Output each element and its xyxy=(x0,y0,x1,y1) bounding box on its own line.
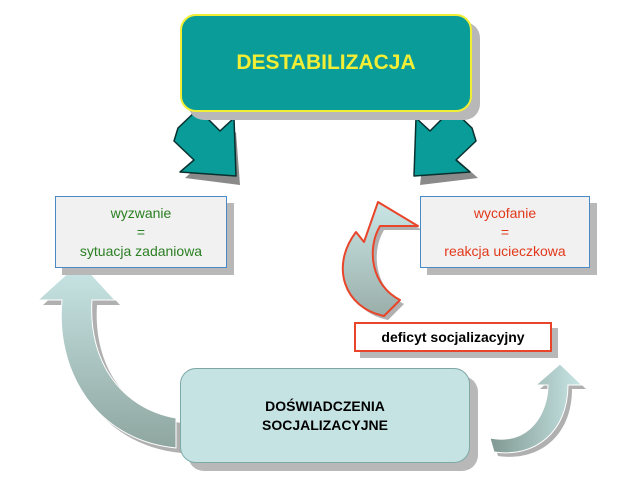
challenge-line-3: sytuacja zadaniowa xyxy=(79,242,203,259)
experiences-line-2: SOCJALIZACYJNE xyxy=(261,416,389,433)
withdrawal-box: wycofanie = reakcja ucieczkowa xyxy=(420,196,590,268)
experiences-line-1: DOŚWIADCZENIA xyxy=(265,397,385,414)
challenge-line-2: = xyxy=(136,223,146,240)
socialization-deficit-label: deficyt socjalizacyjny xyxy=(381,329,525,345)
withdrawal-line-3: reakcja ucieczkowa xyxy=(444,242,566,259)
curved-arrow-right-icon xyxy=(489,363,586,457)
withdrawal-line-1: wycofanie xyxy=(473,204,537,221)
challenge-line-1: wyzwanie xyxy=(110,204,172,221)
challenge-box: wyzwanie = sytuacja zadaniowa xyxy=(55,196,227,268)
arrow-down-right-icon xyxy=(173,108,240,185)
socialization-deficit-box: deficyt socjalizacyjny xyxy=(354,322,552,352)
destabilization-label: DESTABILIZACJA xyxy=(236,51,416,74)
curved-arrow-red-icon xyxy=(341,201,422,320)
destabilization-box: DESTABILIZACJA xyxy=(180,14,472,112)
curved-arrow-left-icon xyxy=(36,261,181,453)
arrow-down-left-icon xyxy=(413,108,478,185)
withdrawal-line-2: = xyxy=(500,223,510,240)
socialization-experiences-box: DOŚWIADCZENIA SOCJALIZACYJNE xyxy=(180,368,470,463)
